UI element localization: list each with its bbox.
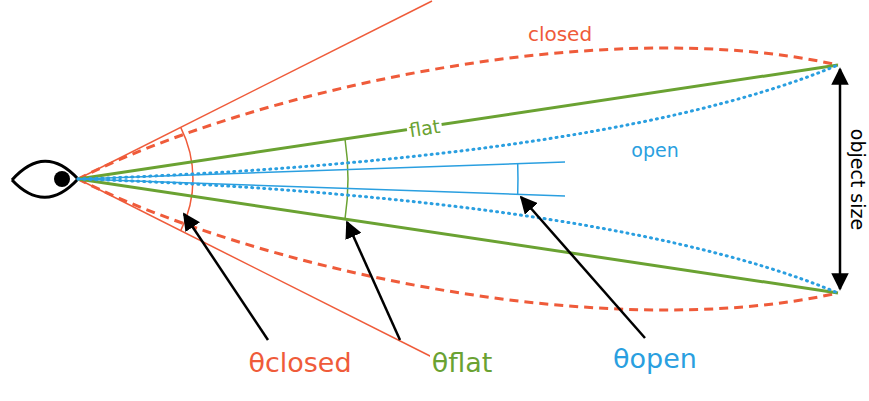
flat-line <box>78 65 838 179</box>
angle-arc <box>345 139 348 219</box>
eye-symbol <box>12 161 78 197</box>
open-curve <box>78 65 838 179</box>
curve-label: closed <box>526 24 594 44</box>
flat-line <box>78 179 838 293</box>
pointer-arrow <box>347 222 400 340</box>
open-curve <box>78 179 838 293</box>
curve-label: flat <box>406 116 443 140</box>
angle-label: θflat <box>430 349 495 376</box>
angle-arc <box>517 164 519 195</box>
pointer-arrow <box>184 214 268 340</box>
pointer-arrow <box>521 197 645 338</box>
eye-pupil <box>54 171 70 187</box>
angle-label: θclosed <box>246 349 353 376</box>
dimension-label: object size <box>849 126 868 231</box>
angle-label: θopen <box>611 345 699 372</box>
curve-label: open <box>629 141 680 160</box>
dimension-arrow <box>839 69 842 289</box>
angle-arc <box>181 127 193 230</box>
